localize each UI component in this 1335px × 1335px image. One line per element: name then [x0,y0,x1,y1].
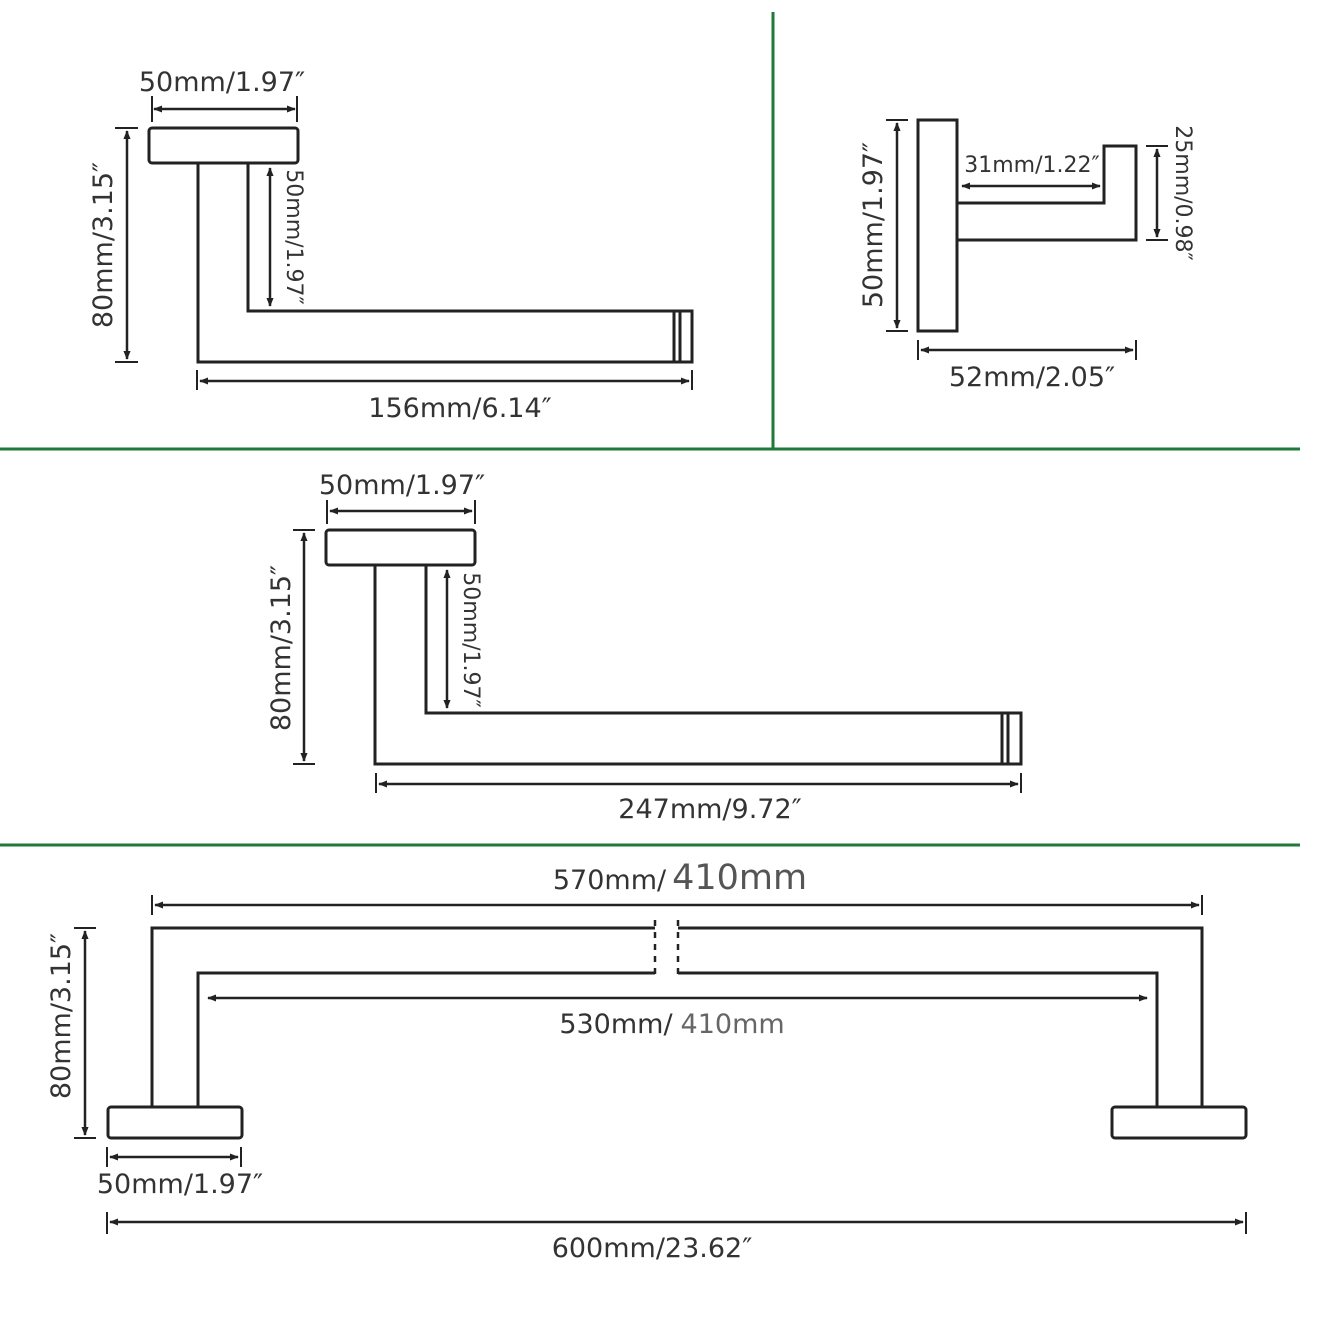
total-length-label: 600mm/23.62″ [552,1233,753,1264]
paper-holder-small: 50mm/1.97″ 80mm/3.15″ 50mm/1.97″ 156mm/6… [88,67,694,424]
hook-height-label: 50mm/1.97″ [858,142,889,308]
base-width-label: 50mm/1.97″ [97,1169,263,1200]
height-label: 80mm/3.15″ [88,162,119,328]
outer-length-alt-value: 410mm [672,858,807,898]
robe-hook: 50mm/1.97″ 31mm/1.22″ 25mm/0.98″ 52mm/2.… [858,118,1195,393]
base-plate-left [106,1105,244,1140]
length-label: 247mm/9.72″ [618,794,801,825]
arm-height-label: 50mm/1.97″ [281,169,306,304]
holder-body [373,565,1023,766]
depth-label: 52mm/2.05″ [949,362,1115,393]
base-plate-right [1110,1105,1248,1140]
outer-length-value: 570mm/ [553,865,667,896]
paper-holder-large: 50mm/1.97″ 80mm/3.15″ 50mm/1.97″ 247mm/9… [266,470,1023,825]
holder-body [196,163,694,364]
bar-outer-left [150,926,655,1107]
base-plate [147,126,300,165]
bar-outer-right [678,926,1204,1107]
section-separators [0,12,1300,847]
hook-arm [957,144,1138,242]
inner-length-label: 530mm/410mm [559,1009,784,1040]
tip-height-label: 25mm/0.98″ [1170,125,1195,260]
bar-inner-right [678,971,1159,1107]
towel-bar: 570mm/410mm 530mm/410mm 80mm/3.15″ 50mm/… [46,858,1248,1264]
base-width-label: 50mm/1.97″ [319,470,485,501]
length-label: 156mm/6.14″ [368,393,551,424]
height-label: 80mm/3.15″ [266,565,297,731]
outer-length-label: 570mm/410mm [553,858,807,898]
inner-length-alt-value: 410mm [681,1009,785,1040]
height-label: 80mm/3.15″ [46,933,77,1099]
hook-base [916,118,959,333]
arm-height-label: 50mm/1.97″ [458,572,483,707]
base-width-label: 50mm/1.97″ [139,67,305,98]
inner-length-value: 530mm/ [559,1009,673,1040]
base-plate [324,528,477,567]
arm-length-label: 31mm/1.22″ [964,153,1099,178]
bar-inner-left [196,971,655,1107]
